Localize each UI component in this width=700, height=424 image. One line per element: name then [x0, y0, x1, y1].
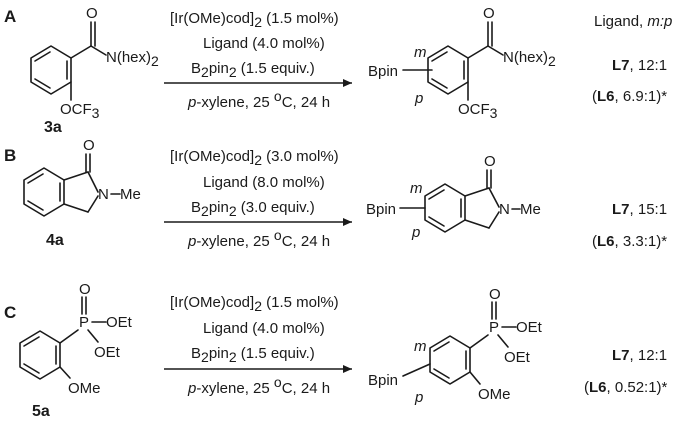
compound-id-5a: 5a — [32, 403, 50, 420]
product-c-ome: OMe — [478, 386, 511, 403]
conditions-a-ligand: Ligand (4.0 mol%) — [203, 35, 325, 52]
substrate-4a-n: N — [98, 186, 109, 203]
substrate-5a-po-o: O — [79, 281, 91, 298]
result-c-main: L7, 12:1 — [612, 347, 667, 364]
product-b-structure — [399, 169, 521, 233]
panel-label-b: B — [4, 146, 16, 165]
header-ligand-label: Ligand, m:p — [594, 13, 672, 30]
product-c-meta-label: m — [414, 338, 427, 355]
panel-a: A O N(hex)2 OCF3 3a [Ir(OMe)cod]2 (1.5 m… — [4, 5, 667, 136]
product-a-amide: N(hex)2 — [503, 49, 556, 69]
substrate-3a-ocf3: OCF3 — [60, 101, 100, 121]
conditions-a-solvent: p-xylene, 25 oC, 24 h — [187, 88, 330, 111]
compound-id-4a: 4a — [46, 232, 64, 249]
conditions-b-boron: B2pin2 (3.0 equiv.) — [191, 199, 315, 219]
conditions-a-catalyst: [Ir(OMe)cod]2 (1.5 mol%) — [170, 10, 339, 30]
substrate-5a-ome: OMe — [68, 380, 101, 397]
product-b-me: Me — [520, 201, 541, 218]
product-a-bpin: Bpin — [368, 63, 398, 80]
panel-label-a: A — [4, 7, 16, 26]
substrate-4a-carbonyl-o: O — [83, 137, 95, 154]
product-c-p: P — [489, 319, 499, 336]
compound-id-3a: 3a — [44, 119, 62, 136]
conditions-c-ligand: Ligand (4.0 mol%) — [203, 320, 325, 337]
product-c-po-o: O — [489, 286, 501, 303]
substrate-3a-amide: N(hex)2 — [106, 49, 159, 69]
product-c-bpin: Bpin — [368, 372, 398, 389]
product-c-oet1: OEt — [516, 319, 543, 336]
product-c-para-label: p — [414, 389, 423, 406]
panel-label-c: C — [4, 303, 16, 322]
product-a-structure — [402, 21, 504, 101]
product-c-structure — [402, 301, 517, 385]
result-b-alt: (L6, 3.3:1)* — [592, 233, 667, 250]
substrate-5a-oet2: OEt — [94, 344, 121, 361]
substrate-5a-p: P — [79, 314, 89, 331]
product-b-bpin: Bpin — [366, 201, 396, 218]
substrate-4a-me: Me — [120, 186, 141, 203]
product-a-ocf3: OCF3 — [458, 101, 498, 121]
product-a-meta-label: m — [414, 44, 427, 61]
result-a-main: L7, 12:1 — [612, 57, 667, 74]
conditions-c-boron: B2pin2 (1.5 equiv.) — [191, 345, 315, 365]
conditions-b-ligand: Ligand (8.0 mol%) — [203, 174, 325, 191]
substrate-3a-carbonyl-o: O — [86, 5, 98, 22]
conditions-b-solvent: p-xylene, 25 oC, 24 h — [187, 227, 330, 250]
product-b-carbonyl-o: O — [484, 153, 496, 170]
result-c-alt: (L6, 0.52:1)* — [584, 379, 668, 396]
substrate-3a-structure — [30, 21, 107, 101]
product-c-oet2: OEt — [504, 349, 531, 366]
substrate-5a-oet1: OEt — [106, 314, 133, 331]
product-b-para-label: p — [411, 224, 420, 241]
panel-c: C O P OEt OEt OMe 5a [Ir(OMe)cod]2 (1.5 … — [4, 281, 668, 420]
product-b-n: N — [499, 201, 510, 218]
conditions-c-catalyst: [Ir(OMe)cod]2 (1.5 mol%) — [170, 294, 339, 314]
product-a-para-label: p — [414, 90, 423, 107]
conditions-c-solvent: p-xylene, 25 oC, 24 h — [187, 374, 330, 397]
product-a-carbonyl-o: O — [483, 5, 495, 22]
result-a-alt: (L6, 6.9:1)* — [592, 88, 667, 105]
panel-b: B O N Me 4a [Ir(OMe)cod]2 (3.0 mol%) Lig… — [4, 137, 667, 250]
substrate-4a-structure — [23, 153, 121, 217]
product-b-meta-label: m — [410, 180, 423, 197]
substrate-5a-structure — [19, 296, 107, 380]
conditions-a-boron: B2pin2 (1.5 equiv.) — [191, 60, 315, 80]
result-b-main: L7, 15:1 — [612, 201, 667, 218]
conditions-b-catalyst: [Ir(OMe)cod]2 (3.0 mol%) — [170, 148, 339, 168]
